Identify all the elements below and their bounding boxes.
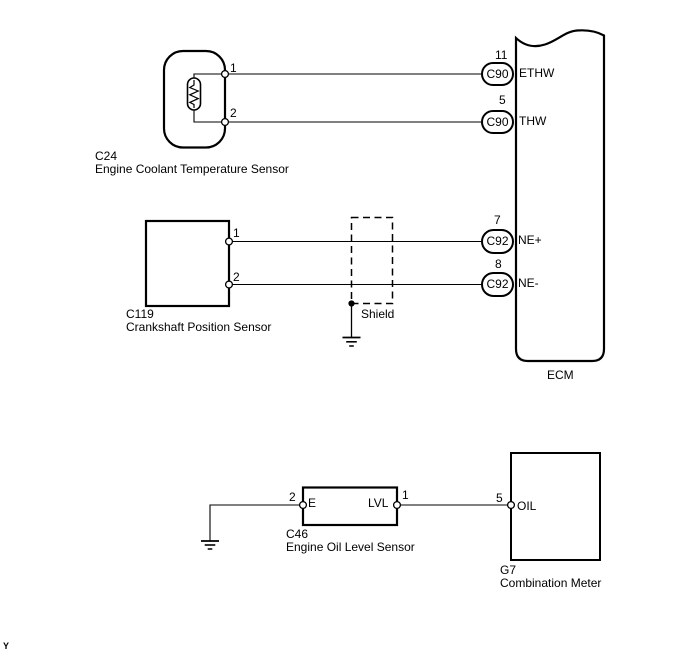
oil-sensor-id: C46 — [286, 527, 309, 541]
ecm-outline — [514, 29, 606, 363]
crank-pin2-number: 2 — [233, 270, 240, 284]
page-footnote-mark: Y — [3, 641, 10, 651]
ground-icon-oil — [201, 540, 219, 550]
crank-pin1-number: 1 — [233, 226, 240, 240]
crank-sensor-id: C119 — [126, 307, 154, 321]
oil-pin-e-label: E — [308, 496, 317, 510]
coolant-sensor-outline — [162, 49, 227, 149]
wire-oil-ground — [209, 504, 303, 541]
meter-name: Combination Meter — [500, 576, 602, 590]
oil-pin-lvl-number: 1 — [402, 488, 409, 502]
ecm-connector-label: C90 — [486, 67, 509, 81]
pin-terminal-circles-crank — [224, 237, 234, 289]
coolant-sensor-name: Engine Coolant Temperature Sensor — [95, 162, 289, 176]
ecm-signal-label: NE+ — [518, 233, 542, 247]
ecm-pin-number: 11 — [495, 48, 508, 62]
ecm-pin-number: 5 — [499, 93, 506, 107]
pin-terminal-circles-oil — [298, 500, 516, 510]
connector-ovals — [481, 62, 514, 297]
meter-id: G7 — [500, 563, 517, 577]
ecm-signal-label: ETHW — [519, 66, 555, 80]
oil-sensor-name: Engine Oil Level Sensor — [286, 540, 415, 554]
oil-pin-e-number: 2 — [289, 490, 296, 504]
shield-box — [350, 216, 394, 305]
shield-label: Shield — [361, 307, 395, 321]
coolant-pin1-number: 1 — [230, 61, 237, 75]
thermistor-icon — [186, 77, 202, 111]
ecm-pin-number: 7 — [494, 213, 501, 227]
ecm-connector-label: C90 — [486, 115, 509, 129]
coolant-pin2-number: 2 — [230, 106, 237, 120]
shield-ground-icon — [342, 300, 361, 347]
wire-ethw — [193, 73, 482, 78]
meter-pin-oil-label: OIL — [517, 499, 537, 513]
ecm-signal-label: NE- — [518, 276, 539, 290]
ecm-label: ECM — [547, 368, 574, 382]
wire-thw — [193, 110, 482, 123]
coolant-sensor-id: C24 — [95, 149, 118, 163]
ecm-pin-number: 8 — [495, 257, 502, 271]
meter-pin-oil-number: 5 — [496, 491, 503, 505]
crank-sensor-outline — [144, 219, 231, 308]
oil-pin-lvl-label: LVL — [368, 496, 389, 510]
ecm-signal-label: THW — [519, 114, 547, 128]
ecm-connector-label: C92 — [486, 277, 509, 291]
ecm-connector-label: C92 — [486, 234, 509, 248]
pin-terminal-circles-coolant — [220, 69, 230, 127]
crank-sensor-name: Crankshaft Position Sensor — [126, 320, 272, 334]
